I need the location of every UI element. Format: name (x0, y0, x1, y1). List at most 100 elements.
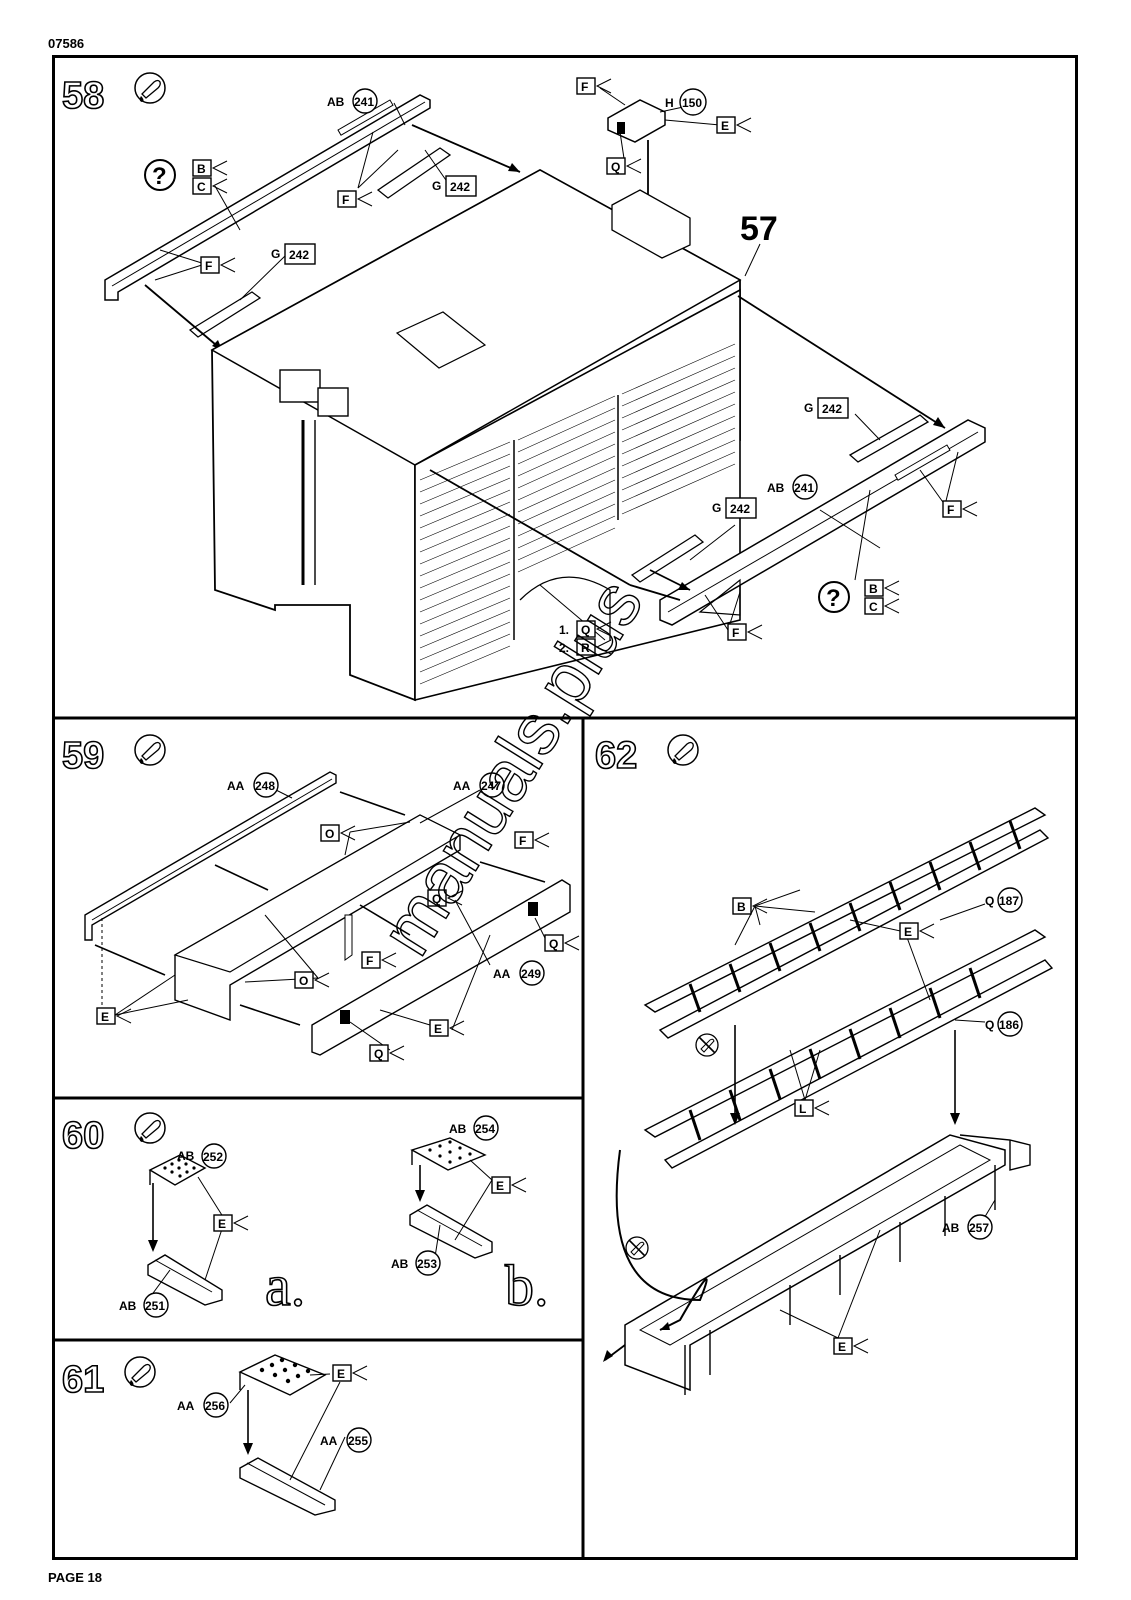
part-label: AB (391, 1257, 409, 1271)
svg-text:E: E (337, 1367, 345, 1381)
svg-text:B: B (737, 900, 746, 914)
paint-flag-icon: B (732, 897, 768, 915)
paint-flag-icon: E (332, 1364, 368, 1382)
paint-flag-icon: E (716, 116, 752, 134)
part-number: 242 (822, 402, 842, 416)
svg-text:F: F (732, 626, 739, 640)
step-58: 58 57 (61, 72, 986, 702)
part-label: H (665, 96, 674, 110)
svg-text:F: F (581, 80, 588, 94)
part-label: AA (453, 779, 471, 793)
step-62: 62 (594, 734, 1054, 1395)
reference-step: 57 (740, 210, 778, 248)
paint-flag-icon: Q (369, 1044, 405, 1062)
paint-flag-icon: F (200, 256, 236, 274)
svg-text:O: O (299, 974, 308, 988)
part-number: 253 (417, 1257, 437, 1271)
part-number: 251 (145, 1299, 165, 1313)
part-label: AA (227, 779, 245, 793)
svg-text:Q: Q (432, 892, 441, 906)
paint-flag-icon: Q (544, 934, 580, 952)
svg-text:F: F (366, 954, 373, 968)
question-icon: ? (818, 581, 850, 613)
paint-flag-icon: F (576, 77, 612, 95)
svg-text:C: C (869, 600, 878, 614)
part-label: G (804, 401, 813, 415)
part-label: Q (985, 894, 994, 908)
part-number: 150 (682, 96, 702, 110)
part-number: 257 (969, 1221, 989, 1235)
paint-flag-icon: F (361, 951, 397, 969)
glue-icon (667, 734, 699, 766)
svg-text:R: R (581, 641, 590, 655)
part-number: 241 (354, 95, 374, 109)
step-61: 61 AA 256 AA 255 E (61, 1354, 372, 1516)
part-number: 242 (450, 180, 470, 194)
svg-text:E: E (101, 1010, 109, 1024)
glue-icon (134, 1112, 166, 1144)
step-number: 61 (62, 1359, 104, 1401)
svg-text:O: O (325, 827, 334, 841)
part-label: AB (177, 1149, 195, 1163)
paint-flag-icon: F (337, 190, 373, 208)
part-label: AB (119, 1299, 137, 1313)
part-label: AA (320, 1434, 338, 1448)
order-label: 1. (559, 623, 569, 637)
part-label: AA (493, 967, 511, 981)
svg-text:F: F (947, 503, 954, 517)
no-glue-icon (695, 1033, 719, 1057)
paint-flag-icon: B C (192, 159, 228, 195)
step-number: 58 (62, 75, 104, 117)
part-label: AA (177, 1399, 195, 1413)
paint-flag-icon: E (491, 1176, 527, 1194)
part-label: AB (327, 95, 345, 109)
part-number: 187 (999, 894, 1019, 908)
paint-flag-icon: Q (576, 620, 612, 638)
part-number: 186 (999, 1018, 1019, 1032)
paint-flag-icon: F (727, 623, 763, 641)
variant-b-label: b. (505, 1253, 549, 1318)
part-number: 256 (205, 1399, 225, 1413)
glue-icon (134, 734, 166, 766)
svg-text:E: E (904, 925, 912, 939)
svg-text:B: B (197, 162, 206, 176)
paint-flag-icon: L (794, 1099, 830, 1117)
svg-text:F: F (342, 193, 349, 207)
order-label: 2. (559, 641, 569, 655)
glue-icon (124, 1356, 156, 1388)
svg-text:Q: Q (549, 937, 558, 951)
svg-text:E: E (434, 1022, 442, 1036)
part-label: G (712, 501, 721, 515)
step-60: 60 AB 252 AB 251 E a. AB 254 AB (61, 1112, 549, 1319)
part-label: Q (985, 1018, 994, 1032)
part-label: AB (449, 1122, 467, 1136)
part-label: G (432, 179, 441, 193)
page-frame (52, 55, 1078, 1560)
paint-flag-icon: Q (427, 889, 463, 907)
step-59: 59 AA (61, 734, 580, 1062)
part-number: 252 (203, 1150, 223, 1164)
svg-text:?: ? (152, 163, 167, 190)
part-number: 241 (794, 481, 814, 495)
part-number: 242 (289, 248, 309, 262)
svg-text:L: L (799, 1102, 806, 1116)
svg-text:F: F (519, 834, 526, 848)
part-label: G (271, 247, 280, 261)
svg-text:E: E (721, 119, 729, 133)
paint-flag-icon: E (899, 922, 935, 940)
glue-icon (134, 72, 166, 104)
svg-text:Q: Q (611, 160, 620, 174)
question-icon: ? (144, 159, 176, 191)
svg-text:F: F (205, 259, 212, 273)
part-number: 254 (475, 1122, 495, 1136)
page-number: PAGE 18 (48, 1570, 102, 1585)
svg-text:E: E (838, 1340, 846, 1354)
part-label: AB (767, 481, 785, 495)
paint-flag-icon: E (96, 1007, 132, 1025)
svg-text:?: ? (826, 585, 841, 612)
part-number: 249 (521, 967, 541, 981)
part-number: 248 (255, 779, 275, 793)
paint-flag-icon: E (429, 1019, 465, 1037)
paint-flag-icon: E (833, 1337, 869, 1355)
